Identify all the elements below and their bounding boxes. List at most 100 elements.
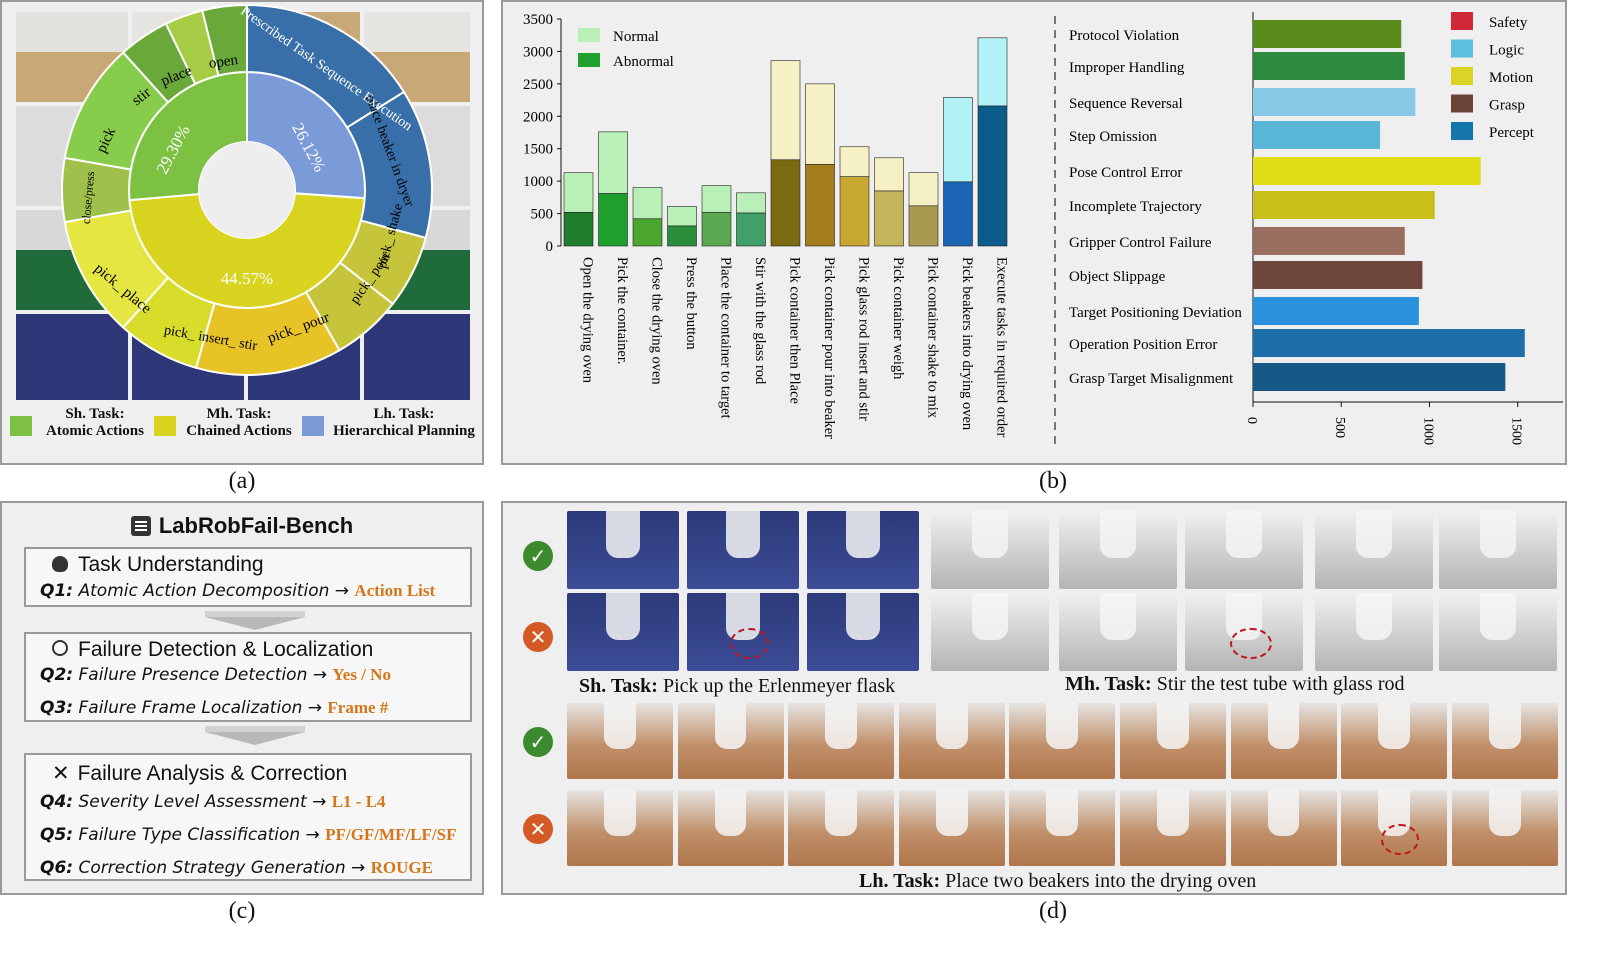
legend-swatch-lh (302, 416, 324, 436)
legend-swatch-abnormal (578, 53, 600, 67)
flow-arrow-1 (205, 617, 305, 630)
hbar-category-label: Pose Control Error (1069, 165, 1182, 181)
legend-sub-mh: Chained Actions (186, 423, 292, 439)
q3-text: Failure Frame Localization → (78, 698, 328, 718)
lh-failure-frame (898, 790, 1005, 866)
section-header-3: Failure Analysis & Correction (77, 762, 348, 785)
bar-ytick-label: 3000 (523, 44, 553, 60)
section-header-1: Task Understanding (78, 553, 264, 576)
success-icon-lh: ✓ (523, 727, 553, 757)
hbar (1253, 121, 1381, 149)
inner-pct-mh: 44.57% (221, 269, 273, 288)
bar-category-label: Pick container pour into beaker (821, 257, 837, 439)
bar-category-label: Place the container to target (718, 257, 734, 419)
hbar-category-label: Incomplete Trajectory (1069, 199, 1202, 215)
bar-category-label: Stir with the glass rod (752, 257, 768, 385)
mh-caption-bold: Mh. Task: (1065, 673, 1152, 695)
panel-label-d: (d) (1039, 898, 1067, 924)
lh-caption-text: Place two beakers into the drying oven (940, 870, 1257, 892)
hbar-category-label: Grasp Target Misalignment (1069, 371, 1234, 387)
bar-abnormal (736, 212, 766, 247)
bar-category-label: Open the drying oven (580, 257, 596, 384)
lh-success-frame (898, 703, 1005, 779)
mh-failure-frame (1439, 593, 1557, 671)
hbar-legend-label: Logic (1489, 43, 1524, 59)
bar-normal (943, 97, 973, 183)
legend-title-lh: Lh. Task: (373, 406, 435, 422)
lh-success-frame (788, 703, 895, 779)
frame-grid (503, 503, 1565, 893)
q1-answer: Action List (354, 581, 436, 600)
tools-icon: ✕ (52, 761, 70, 785)
flow-arrow-bar-1 (205, 611, 305, 617)
lh-caption-bold: Lh. Task: (859, 870, 941, 892)
bar-normal (736, 192, 766, 214)
bar-normal (667, 206, 697, 227)
bar-abnormal (805, 163, 835, 247)
bar-normal (770, 60, 801, 161)
bar-abnormal (943, 181, 973, 247)
hbar (1253, 297, 1419, 325)
lh-success-frame (1230, 703, 1337, 779)
bar-abnormal (874, 190, 904, 247)
lh-task-caption: Lh. Task: Place two beakers into the dry… (859, 870, 1256, 893)
panel-label-a: (a) (228, 468, 256, 494)
hbar (1253, 363, 1506, 391)
lh-failure-frame (1341, 790, 1448, 866)
bar-abnormal (839, 176, 870, 247)
lh-success-frame (1341, 703, 1448, 779)
bar-abnormal (770, 159, 801, 247)
bar-normal (874, 157, 904, 192)
bar-normal (563, 172, 594, 213)
bar-normal (632, 187, 663, 220)
hbar-xtick-label: 500 (1332, 417, 1347, 438)
bar-category-label: Execute tasks in required order (994, 257, 1010, 438)
hbar-category-label: Gripper Control Failure (1069, 235, 1212, 251)
legend-swatch-normal (578, 28, 600, 42)
sh-success-frame (807, 511, 919, 589)
hbar (1253, 329, 1525, 357)
mh-task-caption: Mh. Task: Stir the test tube with glass … (1065, 673, 1404, 696)
lh-failure-frame (567, 790, 673, 866)
mh-success-frame (1185, 511, 1303, 589)
mh-success-frame (1059, 511, 1177, 589)
legend-sub-lh: Hierarchical Planning (333, 423, 475, 439)
legend-swatch-sh (10, 416, 32, 436)
lh-failure-frame (788, 790, 895, 866)
failure-icon-sh-mh: ✕ (523, 622, 553, 652)
hbar-legend-swatch (1451, 39, 1473, 58)
outer-label-close: close/press (79, 170, 98, 224)
sh-success-frame (687, 511, 799, 589)
hbar-category-label: Object Slippage (1069, 269, 1166, 285)
document-icon (130, 516, 151, 536)
q2-answer: Yes / No (332, 665, 391, 684)
section-task-understanding: Task Understanding Q1: Atomic Action Dec… (24, 547, 472, 607)
mh-failure-frame (931, 593, 1049, 671)
hbar-legend-swatch (1451, 67, 1473, 85)
bench-title: LabRobFail-Bench (2, 513, 482, 539)
sh-caption-bold: Sh. Task: (579, 675, 658, 697)
legend-label-normal: Normal (613, 29, 659, 45)
panel-d: ✓ ✕ ✓ ✕ Sh. Task: Pick up the Erlenmeyer… (501, 501, 1567, 895)
bar-normal (805, 83, 835, 165)
hbar-legend-label: Percept (1489, 125, 1535, 141)
sh-caption-text: Pick up the Erlenmeyer flask (657, 675, 896, 697)
bar-abnormal (632, 218, 663, 247)
q6-id: Q6: (40, 858, 74, 878)
failure-highlight (729, 628, 770, 660)
bar-normal (839, 146, 870, 177)
mh-caption-text: Stir the test tube with glass rod (1151, 673, 1405, 695)
hbar (1253, 227, 1405, 255)
panel-label-c: (c) (228, 898, 256, 924)
hbar-xtick-label: 1000 (1420, 417, 1435, 445)
lh-failure-frame (1451, 790, 1558, 866)
mh-success-frame (1315, 511, 1433, 589)
lh-success-frame (1451, 703, 1558, 779)
bar-ytick-label: 1500 (523, 142, 553, 158)
q3-answer: Frame # (327, 698, 389, 717)
hbar-category-label: Improper Handling (1069, 60, 1185, 76)
bar-category-label: Pick the container. (614, 257, 630, 365)
sunburst-chart: 29.30% 44.57% 26.12% open place stir pic… (16, 4, 470, 400)
hbar-legend-label: Grasp (1489, 98, 1525, 114)
